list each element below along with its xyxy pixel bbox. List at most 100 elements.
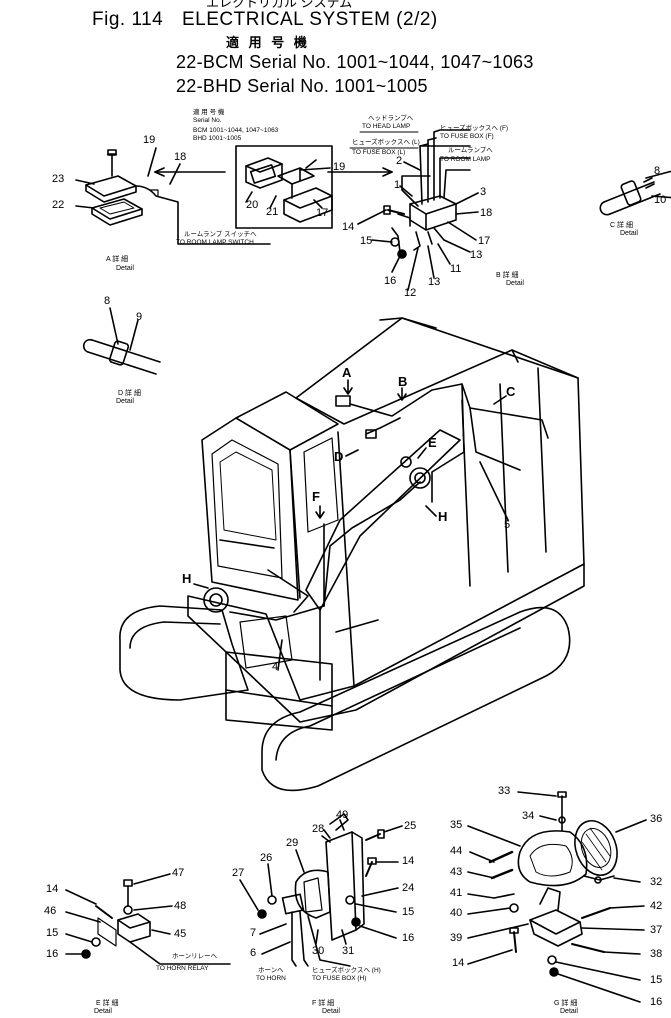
part-number: 18 (480, 207, 493, 219)
detail-b-room-jp: ルームランプへ (448, 147, 493, 154)
part-number: 1 (394, 179, 401, 191)
part-number: 2 (396, 155, 403, 167)
detail-b-fuse-f-destination: TO FUSE BOX (F) (440, 133, 494, 140)
detail-e-wire-jp: ホーンリレーへ (172, 953, 218, 960)
part-number: 38 (650, 948, 663, 960)
part-number: 14 (342, 221, 355, 233)
detail-f-drawing (239, 813, 403, 967)
part-number: 12 (404, 287, 417, 299)
callout-c: C (506, 384, 516, 399)
part-number: 13 (428, 276, 441, 288)
detail-f-caption-jp: F 詳 細 (312, 1000, 335, 1007)
part-number: 24 (402, 882, 415, 894)
detail-e-caption: Detail (94, 1008, 112, 1015)
part-number: 33 (498, 785, 511, 797)
part-number: 26 (260, 852, 273, 864)
part-number: 32 (650, 876, 663, 888)
detail-d-caption: Detail (116, 398, 134, 405)
part-number: 43 (450, 866, 463, 878)
detail-b-caption-jp: B 詳 細 (496, 272, 519, 279)
detail-b-head-destination: TO HEAD LAMP (362, 123, 411, 130)
detail-b-drawing (349, 129, 479, 291)
part-number: 39 (450, 932, 463, 944)
detail-e-drawing (65, 873, 231, 965)
detail-e-caption-jp: E 詳 細 (96, 1000, 119, 1007)
part-number: 7 (250, 927, 257, 939)
figure-title: ELECTRICAL SYSTEM (2/2) (182, 9, 438, 30)
part-number: 49 (336, 809, 349, 821)
callout-f: F (312, 489, 320, 504)
detail-g-caption: Detail (560, 1008, 578, 1015)
callout-h: H (438, 509, 448, 524)
part-number: 37 (650, 924, 663, 936)
part-number: 16 (402, 932, 415, 944)
detail-d-drawing (82, 307, 161, 375)
detail-b-room-destination: TO ROOM LAMP (440, 156, 491, 163)
part-number: 14 (402, 855, 415, 867)
part-number: 47 (172, 867, 185, 879)
japanese-title: エレクトリカル システム (206, 0, 353, 10)
figure-number: Fig. 114 (92, 9, 164, 30)
part-number: 21 (266, 206, 279, 218)
detail-f-horn-destination: TO HORN (256, 975, 286, 982)
detail-b-caption: Detail (506, 280, 524, 287)
part-number: 14 (46, 883, 59, 895)
part-number: 3 (480, 186, 487, 198)
detail-g-caption-jp: G 詳 細 (554, 1000, 578, 1007)
detail-a-serial-jp: 適 用 号 機 (193, 109, 225, 116)
part-number: 15 (46, 927, 59, 939)
detail-b-head-jp: ヘッドランプへ (368, 115, 414, 122)
part-number: 27 (232, 867, 245, 879)
detail-a-bcm-range: BCM 1001~1044, 1047~1063 (193, 127, 279, 134)
part-number: 17 (316, 207, 329, 219)
part-number: 31 (342, 945, 355, 957)
callout-h: H (182, 571, 192, 586)
part-number: 19 (333, 161, 346, 173)
callout-b: B (398, 374, 408, 389)
detail-c-caption: Detail (620, 230, 638, 237)
part-number: 25 (404, 820, 417, 832)
part-number: 5 (504, 519, 511, 531)
part-number: 18 (174, 151, 187, 163)
part-number: 8 (654, 165, 661, 177)
part-number: 15 (650, 974, 663, 986)
detail-a-wire-destination: TO ROOM LAMP SWITCH (176, 239, 254, 246)
part-number: 22 (52, 199, 65, 211)
detail-f-horn-jp: ホーンへ (258, 967, 284, 974)
part-number: 20 (246, 199, 259, 211)
part-number: 46 (44, 905, 57, 917)
detail-c-caption-jp: C 詳 細 (610, 222, 633, 229)
part-number: 16 (650, 996, 663, 1008)
detail-a-bhd-range: BHD 1001~1005 (193, 135, 242, 142)
detail-b-fuse-f-jp: ヒューズボックスへ (F) (440, 125, 509, 132)
part-number: 13 (470, 249, 483, 261)
part-number: 36 (650, 813, 663, 825)
part-number: 34 (522, 810, 535, 822)
part-number: 10 (654, 194, 667, 206)
part-number: 6 (250, 947, 257, 959)
part-number: 30 (312, 945, 325, 957)
callout-a: A (342, 365, 352, 380)
detail-f-fuse-destination: TO FUSE BOX (H) (312, 975, 367, 982)
detail-c-drawing (599, 170, 671, 216)
part-number: 40 (450, 907, 463, 919)
part-number: 45 (174, 928, 187, 940)
part-number: 15 (402, 906, 415, 918)
detail-e-wire-destination: TO HORN RELAY (156, 965, 209, 972)
detail-b-fuse-l-destination: TO FUSE BOX (L) (352, 149, 406, 156)
part-number: 42 (650, 900, 663, 912)
part-number: 41 (450, 887, 463, 899)
part-number: 14 (452, 957, 465, 969)
part-number: 15 (360, 235, 373, 247)
part-number: 29 (286, 837, 299, 849)
detail-a-serial-label: Serial No. (193, 117, 222, 124)
detail-f-caption: Detail (322, 1008, 340, 1015)
part-number: 16 (384, 275, 397, 287)
callout-d: D (334, 449, 344, 464)
detail-g-drawing (467, 791, 647, 1003)
detail-d-caption-jp: D 詳 細 (118, 390, 141, 397)
part-number: 28 (312, 823, 325, 835)
part-number: 23 (52, 173, 65, 185)
part-number: 16 (46, 948, 59, 960)
